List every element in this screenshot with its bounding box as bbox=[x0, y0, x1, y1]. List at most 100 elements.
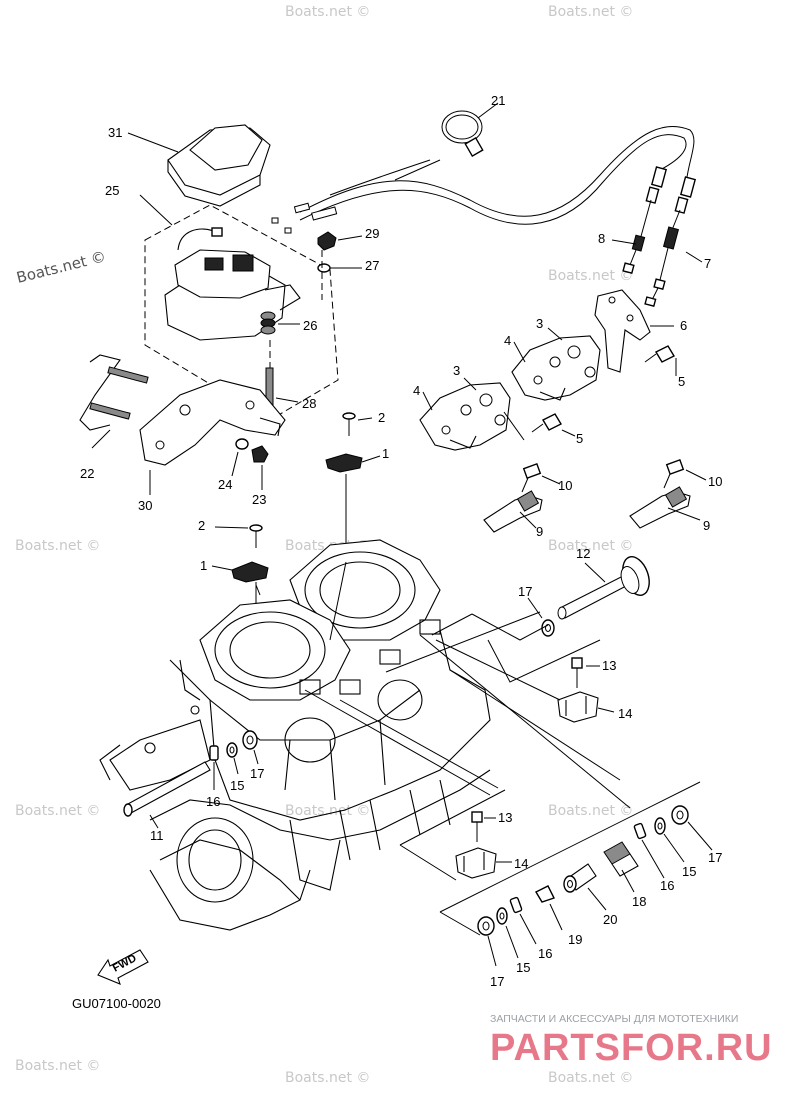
fwd-arrow-icon: FWD bbox=[97, 949, 149, 985]
part-pins bbox=[271, 202, 338, 234]
callout-13-upper: 13 bbox=[602, 658, 616, 673]
part-cable-8 bbox=[622, 166, 668, 275]
part-washer-24 bbox=[231, 438, 249, 477]
callout-17-right: 17 bbox=[708, 850, 722, 865]
part-screw-2-lower bbox=[214, 524, 263, 548]
part-control-box-25 bbox=[139, 194, 339, 421]
callout-23: 23 bbox=[252, 492, 266, 507]
callout-4-upper: 4 bbox=[504, 333, 511, 348]
callout-layer: 21 31 25 29 27 26 28 8 7 6 5 3 4 3 4 5 2… bbox=[80, 93, 722, 989]
callout-30: 30 bbox=[138, 498, 152, 513]
watermark: Boats.net © bbox=[285, 1070, 370, 1086]
part-bolt-10-left bbox=[521, 463, 561, 493]
part-bushing-17-left bbox=[242, 730, 259, 765]
callout-15-right: 15 bbox=[682, 864, 696, 879]
callout-10-left: 10 bbox=[558, 478, 572, 493]
watermark: Boats.net © bbox=[548, 803, 633, 819]
watermark: Boats.net © bbox=[548, 538, 633, 554]
callout-1-upper: 1 bbox=[382, 446, 389, 461]
callout-15-left: 15 bbox=[230, 778, 244, 793]
watermark: Boats.net © bbox=[285, 4, 370, 20]
watermark: Boats.net © bbox=[548, 1070, 633, 1086]
callout-5-upper: 5 bbox=[678, 374, 685, 389]
callout-31: 31 bbox=[108, 125, 122, 140]
part-cap-9-right bbox=[629, 486, 701, 529]
part-clip-16-right bbox=[633, 822, 665, 879]
callout-27: 27 bbox=[365, 258, 379, 273]
part-nut-23 bbox=[251, 445, 269, 490]
callout-4-mid: 4 bbox=[413, 383, 420, 398]
part-bushing-17-right bbox=[671, 805, 713, 851]
callout-11: 11 bbox=[150, 828, 164, 843]
part-washer-15-left bbox=[226, 742, 239, 775]
part-cable-7 bbox=[644, 176, 697, 308]
part-washer-15-lower bbox=[496, 907, 519, 959]
callout-16-lower: 16 bbox=[538, 946, 552, 961]
part-collar-20 bbox=[563, 863, 607, 911]
watermark-layer: Boats.net © Boats.net © Boats.net © Boat… bbox=[15, 4, 634, 1086]
watermark: Boats.net © bbox=[548, 268, 633, 284]
diagram-code: GU07100-0020 bbox=[72, 996, 161, 1011]
callout-1-lower: 1 bbox=[200, 558, 207, 573]
callout-2-upper: 2 bbox=[378, 410, 385, 425]
watermark: Boats.net © bbox=[548, 4, 633, 20]
part-mount-bracket-30 bbox=[139, 379, 286, 495]
callout-10-right: 10 bbox=[708, 474, 722, 489]
callout-22: 22 bbox=[80, 466, 94, 481]
callout-26: 26 bbox=[303, 318, 317, 333]
part-bracket-14-upper bbox=[557, 691, 615, 723]
callout-9-right: 9 bbox=[703, 518, 710, 533]
watermark-dark: Boats.net © bbox=[15, 247, 108, 287]
callout-15-lower: 15 bbox=[516, 960, 530, 975]
part-bolt-10-right bbox=[663, 459, 707, 489]
part-damper-26 bbox=[260, 311, 300, 335]
callout-9-left: 9 bbox=[536, 524, 543, 539]
callout-17-upper: 17 bbox=[518, 584, 532, 599]
callout-17-left: 17 bbox=[250, 766, 264, 781]
part-stud-22 bbox=[79, 354, 149, 449]
callout-5-mid: 5 bbox=[576, 431, 583, 446]
part-bushing-17-lower bbox=[477, 916, 497, 967]
shop-logo: PARTSFOR.RU bbox=[490, 1027, 773, 1069]
part-cover-31 bbox=[127, 124, 271, 207]
engine-block bbox=[99, 539, 491, 931]
callout-24: 24 bbox=[218, 477, 232, 492]
callout-19: 19 bbox=[568, 932, 582, 947]
callout-29: 29 bbox=[365, 226, 379, 241]
callout-7: 7 bbox=[704, 256, 711, 271]
callout-18: 18 bbox=[632, 894, 646, 909]
callout-17-lower: 17 bbox=[490, 974, 504, 989]
part-clip-1-lower bbox=[211, 561, 269, 583]
part-screw-2-upper bbox=[342, 412, 373, 436]
part-bolt-5-upper bbox=[644, 345, 677, 376]
callout-28: 28 bbox=[302, 396, 316, 411]
part-clip-19 bbox=[535, 885, 563, 931]
part-bracket-14-lower bbox=[455, 847, 512, 879]
callout-21: 21 bbox=[491, 93, 505, 108]
callout-14-upper: 14 bbox=[618, 706, 632, 721]
control-cables bbox=[299, 126, 695, 225]
callout-3-mid: 3 bbox=[453, 363, 460, 378]
part-bracket-assembly-right bbox=[511, 335, 601, 401]
part-bolt-5-mid bbox=[531, 413, 576, 437]
part-washer-27 bbox=[317, 263, 362, 273]
callout-16-right: 16 bbox=[660, 878, 674, 893]
part-bracket-assembly-mid bbox=[419, 382, 511, 451]
part-bracket-18 bbox=[603, 841, 639, 893]
watermark: Boats.net © bbox=[15, 538, 100, 554]
callout-8: 8 bbox=[598, 231, 605, 246]
part-washer-15-right bbox=[654, 817, 685, 863]
part-nut-29 bbox=[317, 231, 363, 251]
part-hose-clamp-21 bbox=[441, 102, 499, 158]
part-bolt-13-lower bbox=[471, 811, 496, 842]
watermark: Boats.net © bbox=[285, 803, 370, 819]
part-washer-17-upper bbox=[527, 597, 555, 637]
part-shaft-11 bbox=[123, 761, 211, 829]
part-clip-1-upper bbox=[325, 453, 381, 473]
callout-6: 6 bbox=[680, 318, 687, 333]
callout-20: 20 bbox=[603, 912, 617, 927]
callout-14-lower: 14 bbox=[514, 856, 528, 871]
part-bracket-6 bbox=[594, 289, 674, 373]
